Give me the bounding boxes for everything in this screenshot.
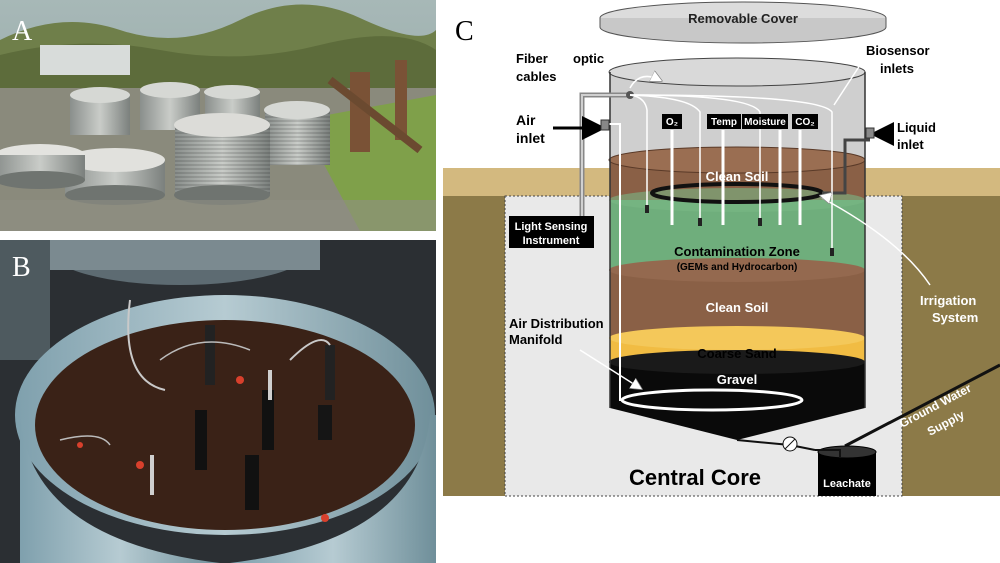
svg-text:Temp: Temp xyxy=(711,117,737,128)
layer-clean-soil-mid xyxy=(610,270,865,338)
contamination-zone-label: Contamination Zone xyxy=(674,244,800,259)
photo-a-lysimeter-field xyxy=(0,0,436,231)
svg-text:CO₂: CO₂ xyxy=(795,117,814,128)
schematic-svg: O₂ Temp Moisture CO₂ Removable Cover Fi xyxy=(443,1,1000,497)
cables-label: cables xyxy=(516,69,556,84)
sensor-probes xyxy=(670,130,802,225)
fiber-label: Fiber xyxy=(516,51,548,66)
panel-label-a: A xyxy=(12,16,33,47)
biosensor-inlets-label: inlets xyxy=(880,61,914,76)
leachate-label: Leachate xyxy=(823,478,871,490)
clean-soil-top-label: Clean Soil xyxy=(706,169,769,184)
removable-cover-label: Removable Cover xyxy=(688,11,798,26)
manifold-label: Manifold xyxy=(509,332,562,347)
gravel-label: Gravel xyxy=(717,372,757,387)
air-distribution-label: Air Distribution xyxy=(509,316,604,331)
removable-cover-rim xyxy=(599,18,887,44)
sensor-label-o2: O₂ xyxy=(662,114,682,129)
svg-text:O₂: O₂ xyxy=(666,117,678,128)
panel-label-b: B xyxy=(12,252,31,283)
svg-text:Light Sensing: Light Sensing xyxy=(515,221,588,233)
diagram-c-lysimeter-schematic: O₂ Temp Moisture CO₂ Removable Cover Fi xyxy=(443,0,1000,563)
leachate-container xyxy=(818,452,876,496)
svg-text:Moisture: Moisture xyxy=(744,117,786,128)
tank-top-opening xyxy=(608,57,866,87)
contamination-detail-label: (GEMs and Hydrocarbon) xyxy=(677,262,798,273)
clean-soil-mid-label: Clean Soil xyxy=(706,300,769,315)
svg-text:Instrument: Instrument xyxy=(523,235,580,247)
central-core-label: Central Core xyxy=(629,465,761,490)
optic-label: optic xyxy=(573,51,604,66)
sensor-label-temp: Temp xyxy=(707,114,741,129)
layer-gravel xyxy=(610,362,865,440)
panel-label-c: C xyxy=(455,16,474,47)
biosensor-label: Biosensor xyxy=(866,43,930,58)
liquid-inlet-label: inlet xyxy=(897,137,924,152)
air-inlet-label: inlet xyxy=(516,130,545,146)
air-label: Air xyxy=(516,112,536,128)
irrigation-system-label: System xyxy=(932,310,978,325)
irrigation-label: Irrigation xyxy=(920,293,976,308)
sensor-label-moisture: Moisture xyxy=(742,114,788,129)
coarse-sand-label: Coarse Sand xyxy=(697,346,777,361)
sensor-label-co2: CO₂ xyxy=(792,114,818,129)
photo-b-cylinder-interior xyxy=(0,240,436,563)
liquid-label: Liquid xyxy=(897,120,936,135)
light-sensing-instrument: Light Sensing Instrument xyxy=(509,216,594,248)
